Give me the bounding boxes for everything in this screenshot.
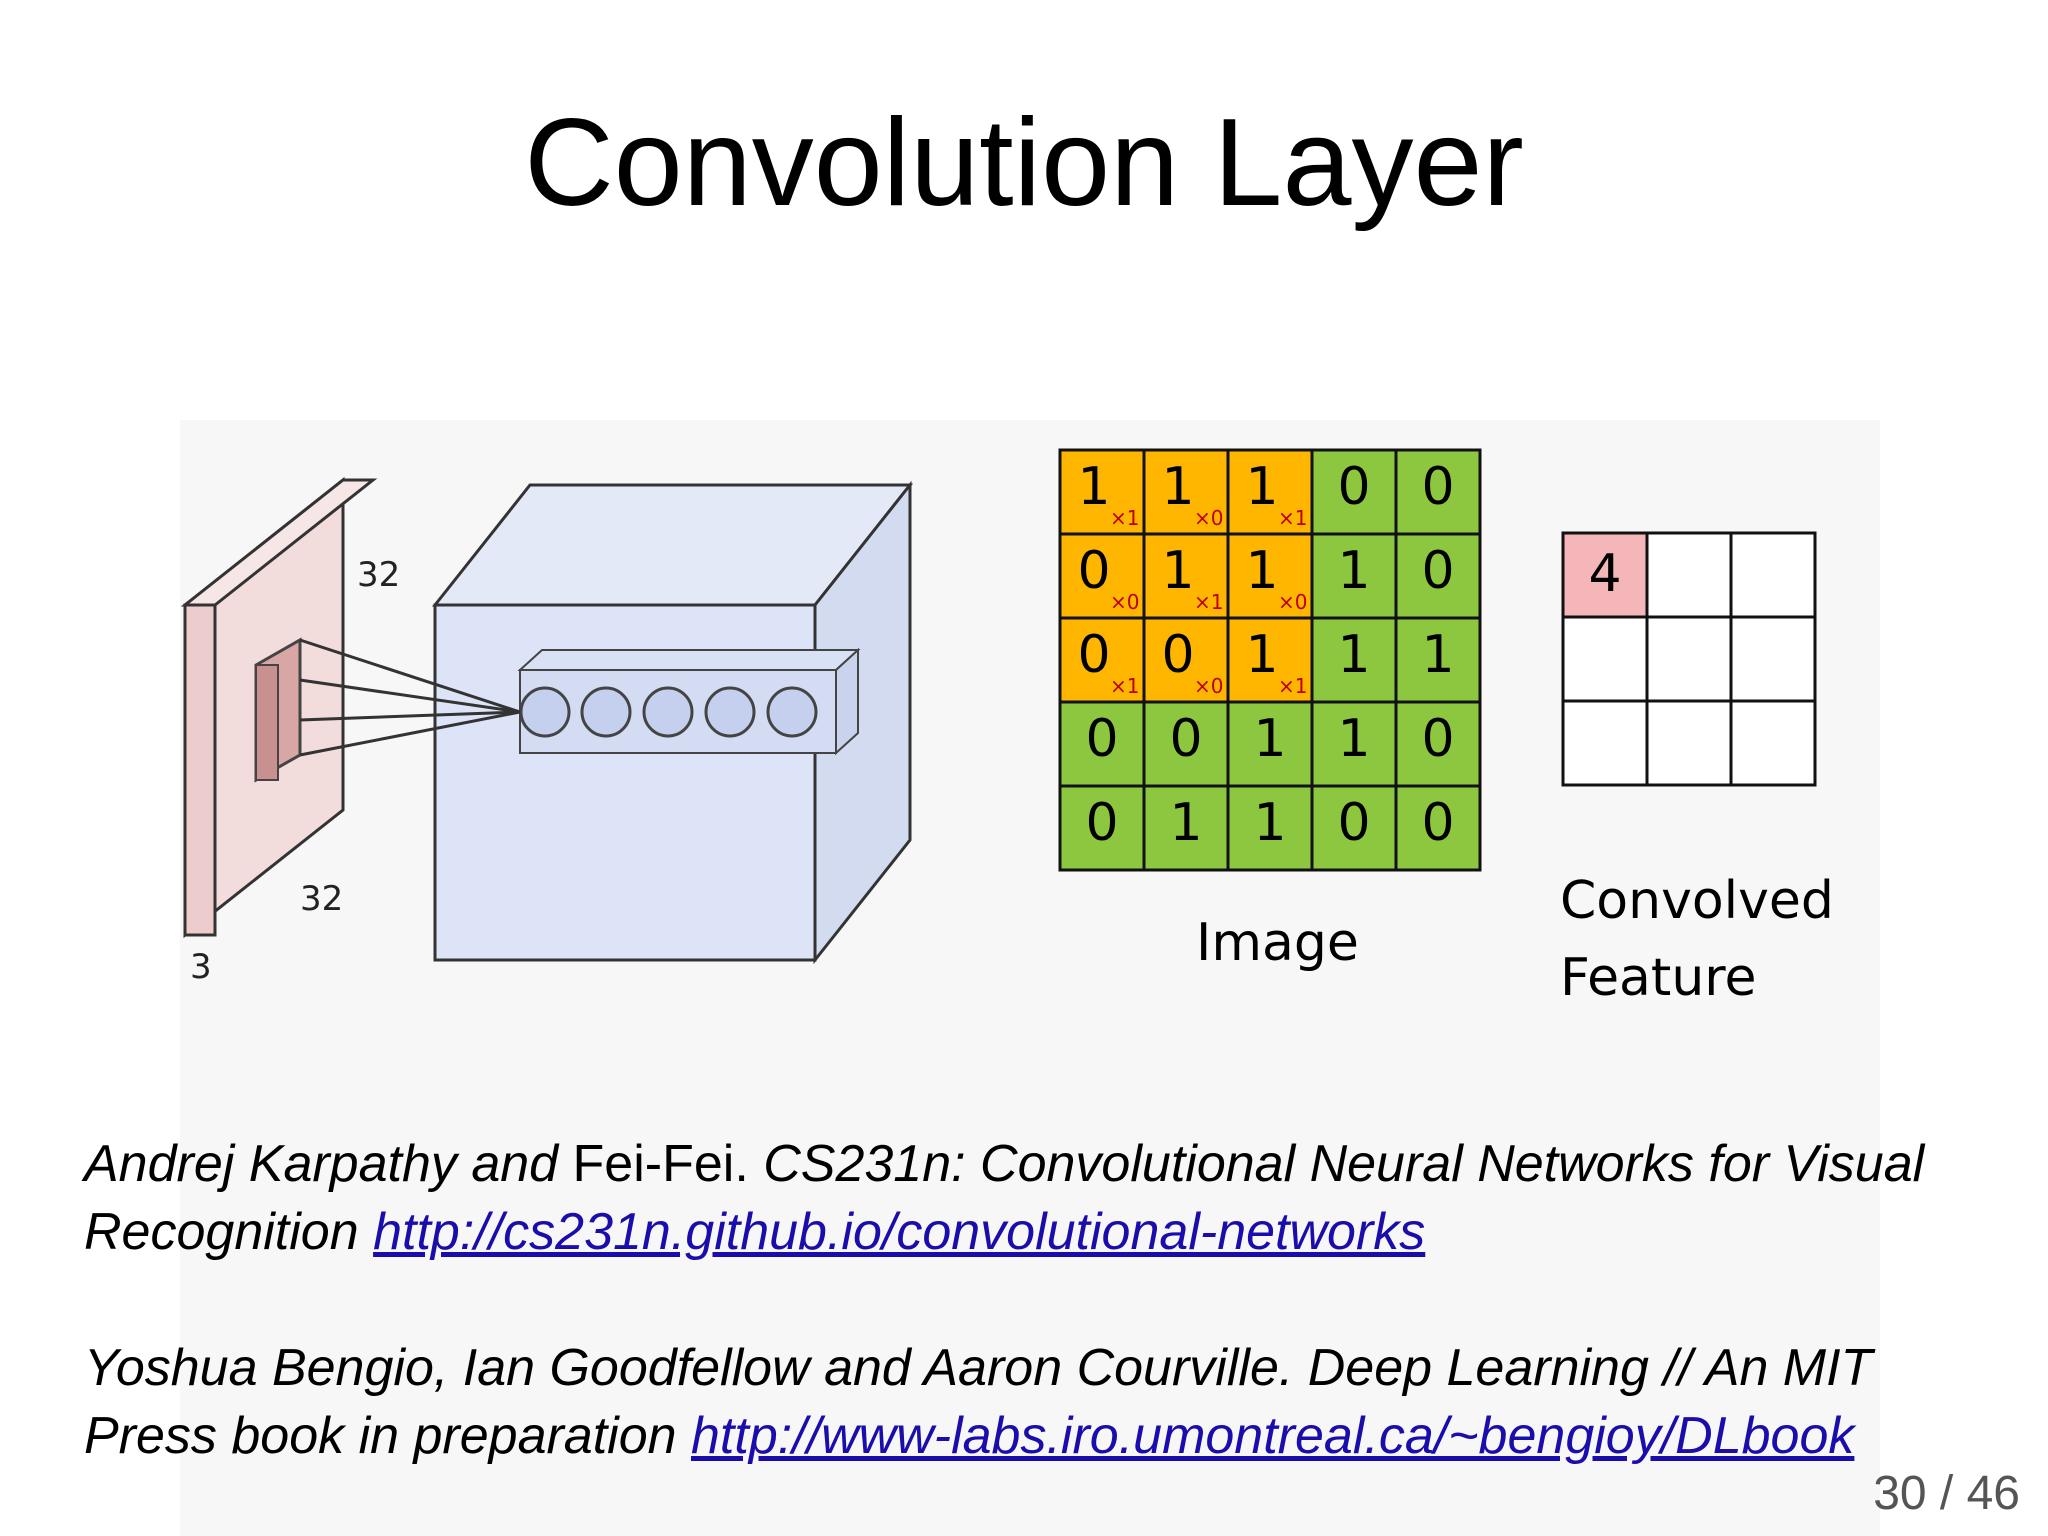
feature-cell [1561,699,1649,787]
image-cell-value: 0 [1085,793,1118,853]
image-cell-value: 1 [1337,709,1370,769]
image-cell-value: 1 [1161,541,1194,601]
image-cell [1310,700,1398,788]
image-cell-value: 1 [1337,541,1370,601]
image-cell-value: 0 [1085,709,1118,769]
image-cell [1058,784,1146,872]
kernel-weight: ×1 [1278,506,1307,530]
kernel-weight: ×1 [1110,506,1139,530]
feature-cell [1729,615,1817,703]
image-cell [1142,616,1230,704]
image-cell [1226,532,1314,620]
ref1-title: CS231n: Convolutional Neural Networks fo… [84,1135,1925,1261]
reference-1: Andrej Karpathy and Fei-Fei. CS231n: Con… [84,1130,1984,1266]
kernel-weight: ×0 [1278,590,1307,614]
depth-label: 3 [190,947,212,987]
image-cell [1310,532,1398,620]
feature-cell [1645,615,1733,703]
image-cell [1142,784,1230,872]
page-number: 30 / 46 [1873,1467,2020,1520]
image-cell [1226,616,1314,704]
kernel-weight: ×0 [1194,506,1223,530]
ref2-text: Yoshua Bengio, Ian Goodfellow and Aaron … [84,1339,1873,1465]
image-cell-value: 1 [1253,793,1286,853]
image-cell [1394,616,1482,704]
feature-cell-value: 4 [1588,544,1621,604]
image-cell [1394,784,1482,872]
image-cell [1142,448,1230,536]
feature-cell [1645,699,1733,787]
image-cell-value: 1 [1245,541,1278,601]
kernel-weight: ×1 [1110,674,1139,698]
image-cell-value: 1 [1337,625,1370,685]
reference-spacer [84,1266,1984,1334]
image-cell-value: 0 [1421,793,1454,853]
slide-title: Convolution Layer [524,94,1524,232]
image-cell-value: 0 [1077,541,1110,601]
ref2-link[interactable]: http://www-labs.iro.umontreal.ca/~bengio… [691,1407,1855,1465]
ref1-author-italic: Andrej Karpathy and [84,1135,559,1193]
kernel-weight: ×1 [1194,590,1223,614]
image-cell [1310,784,1398,872]
image-cell [1058,448,1146,536]
image-label: Image [1196,913,1359,973]
image-cell-value: 1 [1169,793,1202,853]
feature-cell [1561,615,1649,703]
image-cell-value: 1 [1077,457,1110,517]
convolved-feature-grid: 4 [1561,531,1817,787]
image-cell-value: 0 [1421,541,1454,601]
image-cell-value: 0 [1337,457,1370,517]
references: Andrej Karpathy and Fei-Fei. CS231n: Con… [84,1130,1984,1470]
image-cell-value: 0 [1169,709,1202,769]
image-cell-value: 0 [1077,625,1110,685]
image-cell-value: 1 [1245,625,1278,685]
image-cell [1226,784,1314,872]
kernel-weight: ×0 [1194,674,1223,698]
image-cell [1310,616,1398,704]
feature-label-line2: Feature [1560,948,1757,1008]
image-cell-value: 1 [1253,709,1286,769]
image-cell-value: 0 [1337,793,1370,853]
input-volume [180,476,378,939]
feature-label-line1: Convolved [1560,871,1834,931]
feature-cell [1729,699,1817,787]
ref1-link[interactable]: http://cs231n.github.io/convolutional-ne… [373,1203,1426,1261]
image-cell [1058,616,1146,704]
width-label: 32 [300,879,343,919]
connection-lines [299,638,521,757]
image-cell-value: 0 [1161,625,1194,685]
kernel-weight: ×1 [1278,674,1307,698]
feature-cell [1561,531,1649,619]
height-label: 32 [357,555,400,595]
feature-cell [1729,531,1817,619]
feature-cell [1645,531,1733,619]
reference-2: Yoshua Bengio, Ian Goodfellow and Aaron … [84,1334,1984,1470]
image-cell-value: 0 [1421,709,1454,769]
image-cell-value: 1 [1245,457,1278,517]
image-cell [1394,700,1482,788]
image-cell [1142,700,1230,788]
image-cell-value: 0 [1421,457,1454,517]
image-cell-value: 1 [1421,625,1454,685]
output-volume [431,480,914,965]
image-cell-value: 1 [1161,457,1194,517]
kernel-weight: ×0 [1110,590,1139,614]
ref1-author-plain: Fei-Fei. [558,1135,749,1193]
